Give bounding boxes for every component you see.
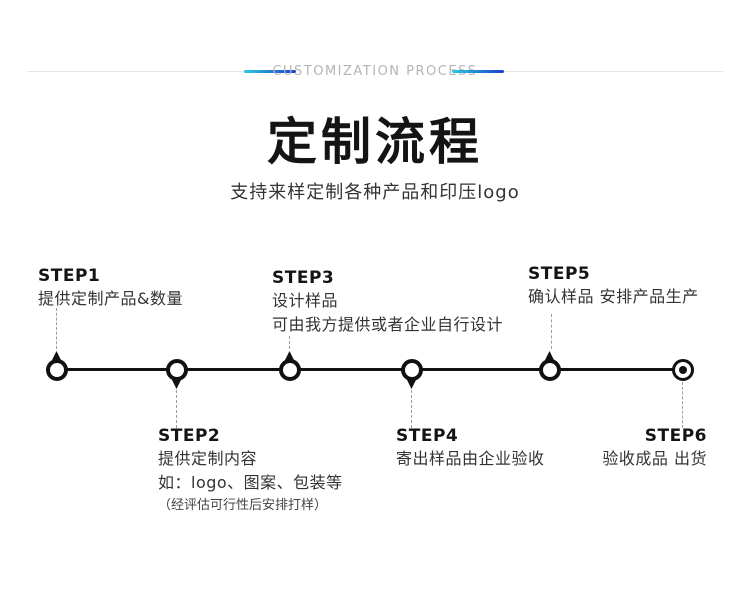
step1-dashed-connector [56, 308, 57, 349]
step1-description: 提供定制产品&数量 [38, 289, 183, 308]
step4-description: 寄出样品由企业验收 [396, 449, 545, 468]
step3-pointer-up-icon [284, 351, 295, 362]
timeline-line [57, 368, 683, 371]
step3-description-line2: 可由我方提供或者企业自行设计 [272, 315, 504, 334]
step3-block: STEP3 设计样品 可由我方提供或者企业自行设计 [272, 268, 503, 337]
step5-node-circle-icon [539, 359, 561, 381]
step2-description-line2: 如：logo、图案、包装等 [158, 473, 343, 492]
step1-label: STEP1 [38, 266, 101, 286]
step3-node-circle-icon [279, 359, 301, 381]
step2-note: （经评估可行性后安排打样） [158, 498, 328, 513]
eyebrow-rule-left [27, 71, 244, 72]
page-subtitle: 支持来样定制各种产品和印压logo [230, 182, 520, 203]
step2-dashed-connector [176, 390, 177, 428]
step6-label: STEP6 [644, 426, 707, 446]
step6-dashed-connector [682, 382, 683, 428]
step1-block: STEP1 提供定制产品&数量 [38, 266, 183, 311]
step3-description-line1: 设计样品 [272, 291, 339, 310]
step2-pointer-down-icon [171, 378, 182, 389]
step5-dashed-connector [551, 314, 552, 349]
step2-label: STEP2 [158, 426, 221, 446]
step4-label: STEP4 [396, 426, 459, 446]
step5-pointer-up-icon [544, 351, 555, 362]
eyebrow-gradient-left [244, 70, 296, 73]
step5-block: STEP5 确认样品 安排产品生产 [528, 264, 699, 309]
step3-label: STEP3 [272, 268, 335, 288]
step4-node-circle-icon [401, 359, 423, 381]
step4-pointer-down-icon [406, 378, 417, 389]
step1-node-circle-icon [46, 359, 68, 381]
eyebrow-rule-right [504, 71, 723, 72]
step6-block: STEP6 验收成品 出货 [602, 426, 707, 471]
page-title: 定制流程 [267, 112, 483, 171]
step6-node-dot [679, 366, 687, 374]
step4-block: STEP4 寄出样品由企业验收 [396, 426, 545, 471]
step5-label: STEP5 [528, 264, 591, 284]
step6-description: 验收成品 出货 [602, 449, 707, 468]
step2-description-line1: 提供定制内容 [158, 449, 258, 468]
step3-dashed-connector [289, 336, 290, 349]
step4-dashed-connector [411, 390, 412, 428]
step2-node-circle-icon [166, 359, 188, 381]
step2-block: STEP2 提供定制内容 如：logo、图案、包装等 （经评估可行性后安排打样） [158, 426, 343, 517]
step1-pointer-up-icon [51, 351, 62, 362]
eyebrow-gradient-right [452, 70, 504, 73]
step6-node-bullseye-icon [672, 359, 694, 381]
eyebrow-text: CUSTOMIZATION PROCESS [272, 64, 478, 79]
step5-description: 确认样品 安排产品生产 [528, 287, 699, 306]
